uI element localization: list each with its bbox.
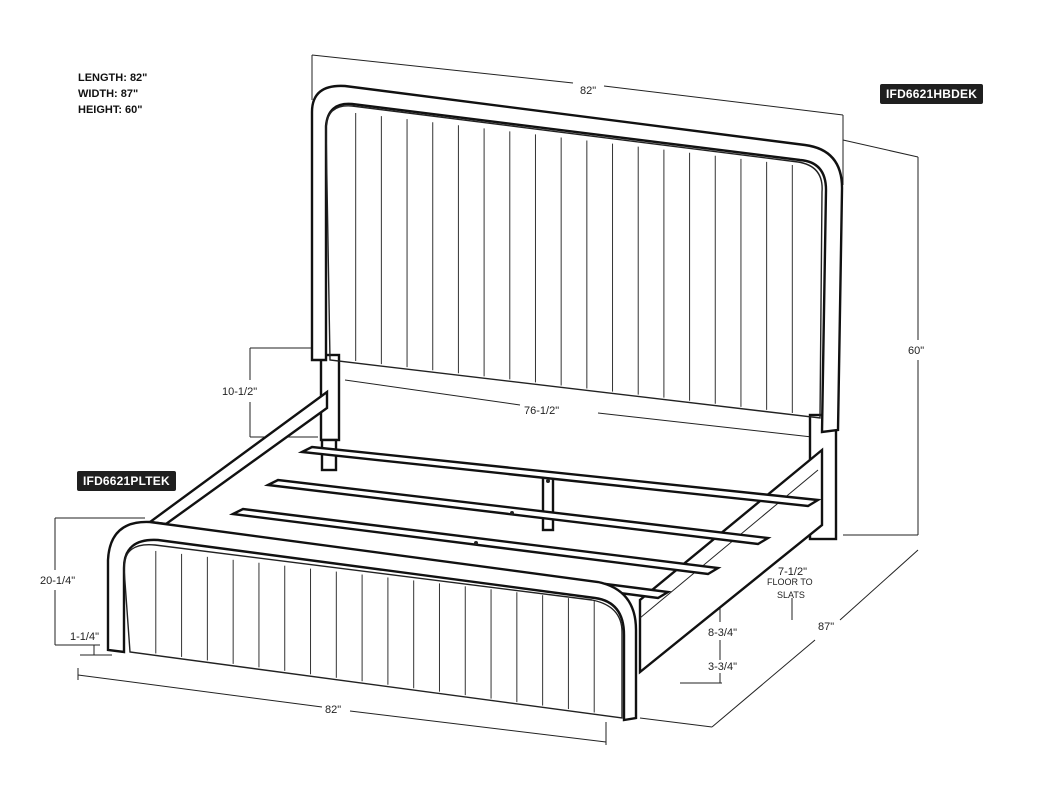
overall-dimensions: LENGTH: 82" WIDTH: 87" HEIGHT: 60" — [78, 70, 147, 118]
overall-height-label: 60" — [908, 345, 924, 357]
slat-2 — [263, 478, 772, 546]
headboard-vertical-channels — [355, 113, 793, 413]
headboard-width-label: 82" — [580, 85, 596, 97]
spec-length: LENGTH: 82" — [78, 72, 148, 84]
inner-width-label: 76-1/2" — [524, 405, 559, 417]
left-side-rail — [146, 389, 329, 526]
footboard-code-badge: IFD6621PLTEK — [77, 471, 176, 491]
right-side-rail — [638, 447, 824, 675]
headboard — [310, 84, 844, 541]
center-support-leg — [541, 473, 555, 532]
footboard-width-label: 82" — [325, 704, 341, 716]
floor-to-slats-value: 7-1/2" — [778, 566, 807, 578]
side-rail-height-label: 8-3/4" — [708, 627, 737, 639]
side-rail-clearance-label: 3-3/4" — [708, 661, 737, 673]
footboard-height-label: 20-1/4" — [40, 575, 75, 587]
footboard — [106, 520, 638, 722]
floor-to-slats-line1: FLOOR TO — [767, 577, 813, 587]
rail-height-label: 10-1/2" — [222, 386, 257, 398]
headboard-code-badge: IFD6621HBDEK — [880, 84, 984, 104]
slat-1 — [297, 445, 822, 508]
spec-height: HEIGHT: 60" — [78, 104, 143, 116]
floor-to-slats-line2: SLATS — [777, 590, 805, 600]
dimension-labels: 82" 60" 10-1/2" 76-1/2" 20-1/4" 1-1/4" 8… — [40, 85, 924, 716]
overall-depth-label: 87" — [818, 621, 834, 633]
spec-width: WIDTH: 87" — [78, 88, 139, 100]
foot-leg-label: 1-1/4" — [70, 631, 99, 643]
footboard-vertical-channels — [155, 550, 595, 713]
